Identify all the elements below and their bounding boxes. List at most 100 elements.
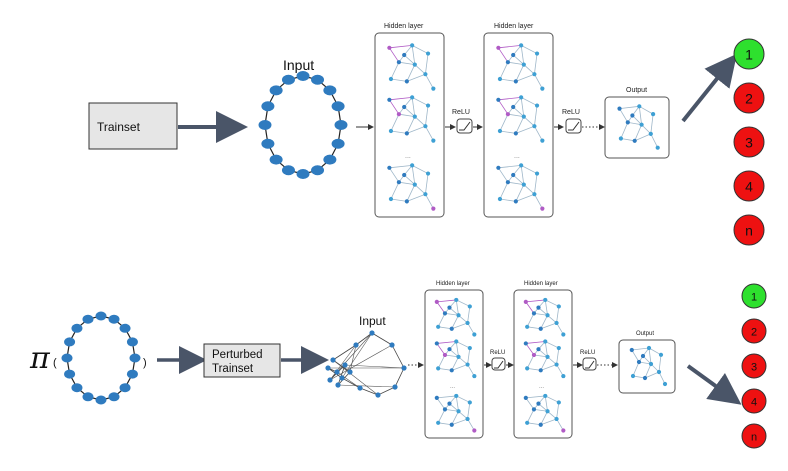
- ring-node: [261, 101, 275, 112]
- graph-node: [554, 362, 559, 367]
- graph-node: [402, 52, 407, 58]
- graph-edge: [540, 322, 557, 330]
- graph-edge: [336, 371, 361, 389]
- graph-edge: [406, 116, 416, 134]
- graph-edge: [436, 341, 457, 344]
- graph-edge: [411, 45, 429, 54]
- graph-edge: [455, 395, 459, 412]
- ring-node: [311, 165, 325, 176]
- graph-node: [392, 384, 398, 390]
- graph-node: [353, 342, 359, 348]
- graph-node: [496, 45, 501, 50]
- graph-node: [387, 165, 392, 170]
- graph-node: [389, 342, 395, 348]
- class-node: [741, 283, 767, 309]
- graph-edge: [444, 408, 459, 412]
- graph-edge: [507, 181, 524, 185]
- ring-node: [64, 337, 76, 347]
- hidden-layer-1-label: Hidden layer: [384, 23, 424, 30]
- graph-edge: [406, 184, 416, 202]
- relu-label-2: ReLU: [562, 109, 580, 116]
- graph-node: [521, 182, 526, 187]
- graph-edge: [436, 343, 446, 356]
- graph-node: [655, 145, 660, 150]
- relu-label-1: ReLU: [490, 350, 505, 356]
- graph-node: [540, 206, 545, 211]
- graph-edge: [544, 395, 548, 412]
- graph-edge: [389, 47, 400, 63]
- graph-edge: [534, 173, 538, 195]
- graph-edge: [534, 53, 538, 75]
- graph-node: [396, 112, 401, 117]
- graph-node: [423, 72, 428, 77]
- graph-node: [618, 136, 624, 141]
- graph-edge: [467, 364, 475, 377]
- graph-edge: [527, 422, 541, 426]
- graph-edge: [525, 395, 546, 399]
- graph-node: [505, 180, 510, 185]
- ring-node: [95, 311, 107, 321]
- graph-edge: [451, 315, 459, 329]
- graph-edge: [648, 347, 662, 356]
- relu-curve-icon: [494, 360, 504, 369]
- graph-node: [554, 320, 559, 326]
- class-node: [733, 38, 765, 70]
- graph-edge: [520, 165, 525, 185]
- graph-node: [648, 361, 654, 367]
- graph-node: [465, 320, 470, 326]
- graph-edge: [425, 173, 429, 195]
- graph-node: [525, 324, 530, 329]
- graph-node: [436, 420, 441, 425]
- ring-node: [269, 154, 283, 165]
- graph-edge: [641, 124, 652, 135]
- graph-node: [497, 76, 503, 82]
- graph-node: [347, 369, 353, 375]
- ring-node: [269, 85, 283, 96]
- graph-node: [532, 192, 537, 197]
- graph-node: [434, 341, 439, 346]
- class-label: 1: [751, 292, 757, 304]
- graph-edge: [520, 97, 538, 106]
- graph-edge: [444, 354, 459, 358]
- graph-edge: [620, 122, 629, 139]
- graph-edge: [631, 347, 650, 351]
- relu-curve-icon: [459, 121, 471, 131]
- graph-edge: [411, 45, 416, 65]
- graph-edge: [556, 364, 564, 377]
- relu-label-2: ReLU: [580, 350, 595, 356]
- graph-edge: [507, 61, 524, 65]
- graph-edge: [391, 344, 405, 369]
- graph-edge: [389, 165, 413, 169]
- graph-node: [472, 332, 477, 337]
- graph-edge: [520, 165, 538, 174]
- graph-node: [534, 51, 540, 56]
- graph-node: [556, 345, 561, 351]
- graph-node: [472, 373, 477, 379]
- ring-node: [281, 74, 295, 85]
- graph-edge: [455, 341, 459, 357]
- graph-edge: [456, 341, 470, 349]
- graph-node: [436, 324, 441, 329]
- ring-node: [61, 353, 73, 363]
- ring-node: [258, 120, 272, 130]
- output-to-class-arrow: [681, 53, 738, 123]
- graph-node: [447, 347, 452, 352]
- graph-node: [648, 131, 653, 136]
- graph-node: [357, 385, 363, 391]
- graph-edge: [451, 356, 459, 371]
- ring-node: [82, 392, 94, 402]
- graph-edge: [499, 62, 509, 80]
- graph-node: [402, 104, 407, 110]
- hidden-layer-2-box: [483, 32, 554, 218]
- ring-node: [296, 71, 310, 81]
- graph-edge: [527, 368, 541, 371]
- graph-node: [388, 196, 394, 202]
- graph-edge: [515, 64, 525, 82]
- graph-edge: [533, 312, 548, 316]
- class-node: [733, 214, 765, 246]
- ring-node: [108, 392, 120, 402]
- graph-edge: [406, 193, 426, 202]
- graph-edge: [499, 78, 516, 82]
- graph-edge: [632, 361, 640, 377]
- graph-edge: [525, 299, 546, 303]
